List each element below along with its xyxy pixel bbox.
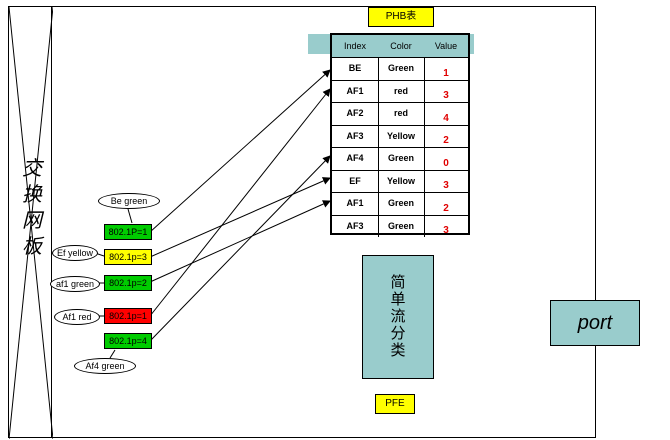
row-color: red — [378, 102, 425, 125]
header-index: Index — [343, 41, 367, 51]
row-index: AF1 — [332, 79, 379, 102]
simple-traffic-classifier: 简单流分类 — [362, 255, 434, 379]
table-row: AF1 red 3 — [332, 79, 468, 103]
callout-af1-red: Af1 red — [54, 309, 100, 325]
row-value: 0 — [443, 157, 449, 169]
table-row: BE Green 1 — [332, 57, 468, 81]
table-row: AF4 Green 0 — [332, 147, 468, 171]
row-index: AF3 — [332, 124, 379, 147]
row-color: red — [378, 79, 425, 102]
callout-be-green: Be green — [98, 193, 160, 209]
row-color: Yellow — [378, 169, 425, 192]
header-color: Color — [390, 41, 412, 51]
arrow-af1-red — [149, 88, 331, 317]
packet-tag-af1-red: 802.1p=1 — [104, 308, 152, 324]
row-color: Green — [378, 57, 425, 80]
arrow-af1-green — [149, 200, 331, 283]
phb-table: Index Color Value BE Green 1 AF1 red 3 A… — [330, 33, 470, 237]
packet-tag-af4: 802.1p=4 — [104, 333, 152, 349]
row-index: AF4 — [332, 147, 379, 170]
row-index: AF1 — [332, 192, 379, 215]
row-value: 1 — [443, 67, 449, 79]
fabric-cross-lines — [9, 7, 53, 439]
packet-tag-be: 802.1P=1 — [104, 224, 152, 240]
arrow-af4 — [149, 155, 331, 342]
table-row: EF Yellow 3 — [332, 169, 468, 193]
row-value: 3 — [443, 180, 449, 192]
packet-tag-ef: 802.1p=3 — [104, 249, 152, 265]
packet-tag-af1-green: 802.1p=2 — [104, 275, 152, 291]
port-box: port — [550, 300, 640, 346]
arrow-be — [149, 69, 331, 233]
table-row: AF3 Yellow 2 — [332, 124, 468, 148]
header-value: Value — [434, 41, 458, 51]
table-row: AF2 red 4 — [332, 102, 468, 126]
row-color: Green — [378, 192, 425, 215]
row-value: 2 — [443, 135, 449, 147]
callout-af4-green: Af4 green — [74, 358, 136, 374]
callout-ef-yellow: Ef yellow — [52, 245, 98, 261]
row-index: AF2 — [332, 102, 379, 125]
row-color: Green — [378, 214, 425, 237]
callout-pointer-af4 — [109, 349, 116, 359]
callout-af1-green: af1 green — [50, 276, 100, 292]
pfe-label: PFE — [375, 394, 415, 414]
callout-pointer-be — [127, 208, 133, 224]
row-color: Green — [378, 147, 425, 170]
phb-header-row: Index Color Value — [332, 35, 468, 58]
table-row: AF1 Green 2 — [332, 192, 468, 216]
row-index: EF — [332, 169, 379, 192]
row-value: 3 — [443, 225, 449, 237]
phb-table-title: PHB表 — [368, 7, 434, 27]
switch-fabric-label: 交换网板 — [22, 156, 42, 258]
row-index: BE — [332, 57, 379, 80]
row-value: 2 — [443, 202, 449, 214]
row-value: 3 — [443, 90, 449, 102]
switch-fabric-panel — [8, 6, 53, 439]
row-value: 4 — [443, 112, 449, 124]
row-color: Yellow — [378, 124, 425, 147]
arrow-ef — [149, 177, 331, 258]
table-row: AF3 Green 3 — [332, 214, 468, 237]
row-index: AF3 — [332, 214, 379, 237]
